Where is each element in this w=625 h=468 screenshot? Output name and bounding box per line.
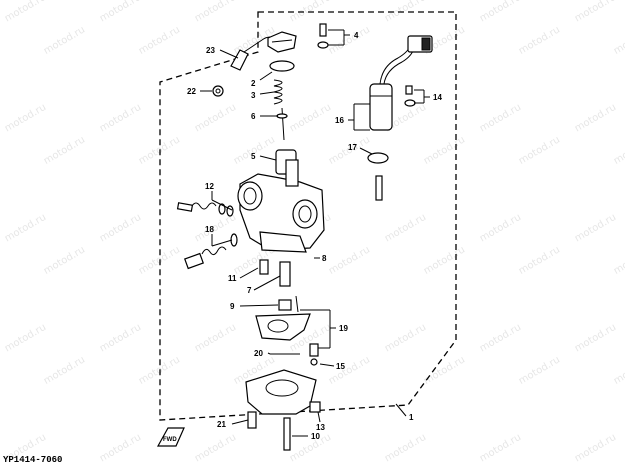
watermark-text: motod.ru: [193, 102, 238, 134]
watermark-text: motod.ru: [98, 102, 143, 134]
callout-7: 7: [247, 286, 252, 295]
jet-needle-part: [276, 107, 288, 141]
watermark-text: motod.ru: [612, 134, 625, 166]
diagram-code: YP1414-7060: [3, 455, 62, 465]
main-jet-part: [278, 295, 299, 313]
watermark-text: motod.ru: [573, 102, 618, 134]
choke-mount-screw-part: [375, 175, 383, 201]
watermark-text: motod.ru: [422, 134, 467, 166]
callout-17: 17: [348, 143, 357, 152]
watermark-text: motod.ru: [193, 0, 238, 24]
callout-8: 8: [322, 254, 327, 263]
watermark-text: motod.ru: [517, 244, 562, 276]
callout-11: 11: [228, 274, 237, 283]
carburetor-body-part: [237, 159, 325, 253]
watermark-text: motod.ru: [3, 102, 48, 134]
watermark-text: motod.ru: [288, 102, 333, 134]
watermark-text: motod.ru: [422, 354, 467, 386]
callout-12: 12: [205, 182, 214, 191]
callout-9: 9: [230, 302, 235, 311]
watermark-text: motod.ru: [193, 322, 238, 354]
watermark-text: motod.ru: [478, 212, 523, 244]
watermark-text: motod.ru: [327, 24, 372, 56]
drain-screw-part: [259, 259, 269, 275]
choke-oring-part: [367, 152, 389, 164]
callout-1: 1: [409, 413, 414, 422]
watermark-text: motod.ru: [573, 432, 618, 464]
watermark-text: motod.ru: [98, 432, 143, 464]
main-jet-holder-part: [279, 261, 291, 287]
pilot-screw-set-part: [176, 202, 234, 217]
watermark-text: motod.ru: [383, 212, 428, 244]
cable-adjuster-part: [230, 36, 279, 71]
watermark-text: motod.ru: [573, 212, 618, 244]
watermark-text: motod.ru: [3, 322, 48, 354]
watermark-text: motod.ru: [612, 244, 625, 276]
callout-14: 14: [433, 93, 442, 102]
callout-labels: 23 22 2 3 6 5 4 14 16 17 12 18 11 7 8 9 …: [187, 31, 442, 441]
chamber-drain-screw-part: [309, 401, 321, 413]
watermark-text: motod.ru: [3, 0, 48, 24]
float-chamber-part: [245, 369, 317, 415]
top-gasket-part: [269, 60, 295, 72]
callout-20: 20: [254, 349, 263, 358]
watermark-text: motod.ru: [612, 354, 625, 386]
watermark-text: motod.ru: [137, 24, 182, 56]
watermark-text: motod.ru: [3, 212, 48, 244]
watermark-text: motod.ru: [478, 322, 523, 354]
watermark-text: motod.ru: [517, 134, 562, 166]
callout-4: 4: [354, 31, 359, 40]
watermark-text: motod.ru: [42, 354, 87, 386]
watermark-text: motod.ru: [478, 102, 523, 134]
cap-screw-part: [317, 23, 329, 49]
callout-3: 3: [251, 91, 256, 100]
callout-18: 18: [205, 225, 214, 234]
nut-part: [212, 85, 224, 97]
top-cap-part: [267, 31, 297, 53]
watermark-text: motod.ru: [98, 212, 143, 244]
leader-lines: [200, 29, 430, 437]
drain-hose-part: [283, 417, 291, 451]
watermark-text: motod.ru: [383, 432, 428, 464]
watermark-text: motod.ru: [42, 24, 87, 56]
watermark-text: motod.ru: [98, 0, 143, 24]
callout-19: 19: [339, 324, 348, 333]
watermark-text: motod.ru: [517, 354, 562, 386]
watermark-text: motod.ru: [517, 24, 562, 56]
callout-6: 6: [251, 112, 256, 121]
watermark-text: motod.ru: [98, 322, 143, 354]
float-part: [255, 313, 311, 341]
callout-2: 2: [251, 79, 256, 88]
callout-10: 10: [311, 432, 320, 441]
watermark-text: motod.ru: [422, 244, 467, 276]
callout-22: 22: [187, 87, 196, 96]
watermark-text: motod.ru: [478, 432, 523, 464]
watermark-text: motod.ru: [42, 244, 87, 276]
fwd-label: FWD: [163, 437, 177, 443]
callout-21: 21: [217, 420, 226, 429]
watermark-text: motod.ru: [327, 354, 372, 386]
callout-15: 15: [336, 362, 345, 371]
needle-valve-part: [309, 343, 319, 366]
callout-13: 13: [316, 423, 325, 432]
watermark-text: motod.ru: [232, 134, 277, 166]
watermark-text: motod.ru: [193, 432, 238, 464]
watermark-text: motod.ru: [612, 24, 625, 56]
callout-23: 23: [206, 46, 215, 55]
callout-16: 16: [335, 116, 344, 125]
chamber-screw-part: [247, 411, 257, 429]
callout-5: 5: [251, 152, 256, 161]
watermark-text: motod.ru: [478, 0, 523, 24]
watermark-text: motod.ru: [327, 244, 372, 276]
watermark-text: motod.ru: [42, 134, 87, 166]
choke-screw-part: [404, 85, 416, 107]
watermark-text: motod.ru: [573, 322, 618, 354]
throttle-stop-screw-part: [184, 233, 238, 270]
watermark-text: motod.ru: [573, 0, 618, 24]
auto-choke-part: [369, 35, 433, 131]
watermark-text: motod.ru: [383, 322, 428, 354]
spring-part: [273, 79, 283, 105]
fwd-arrow-icon: FWD: [156, 427, 185, 447]
